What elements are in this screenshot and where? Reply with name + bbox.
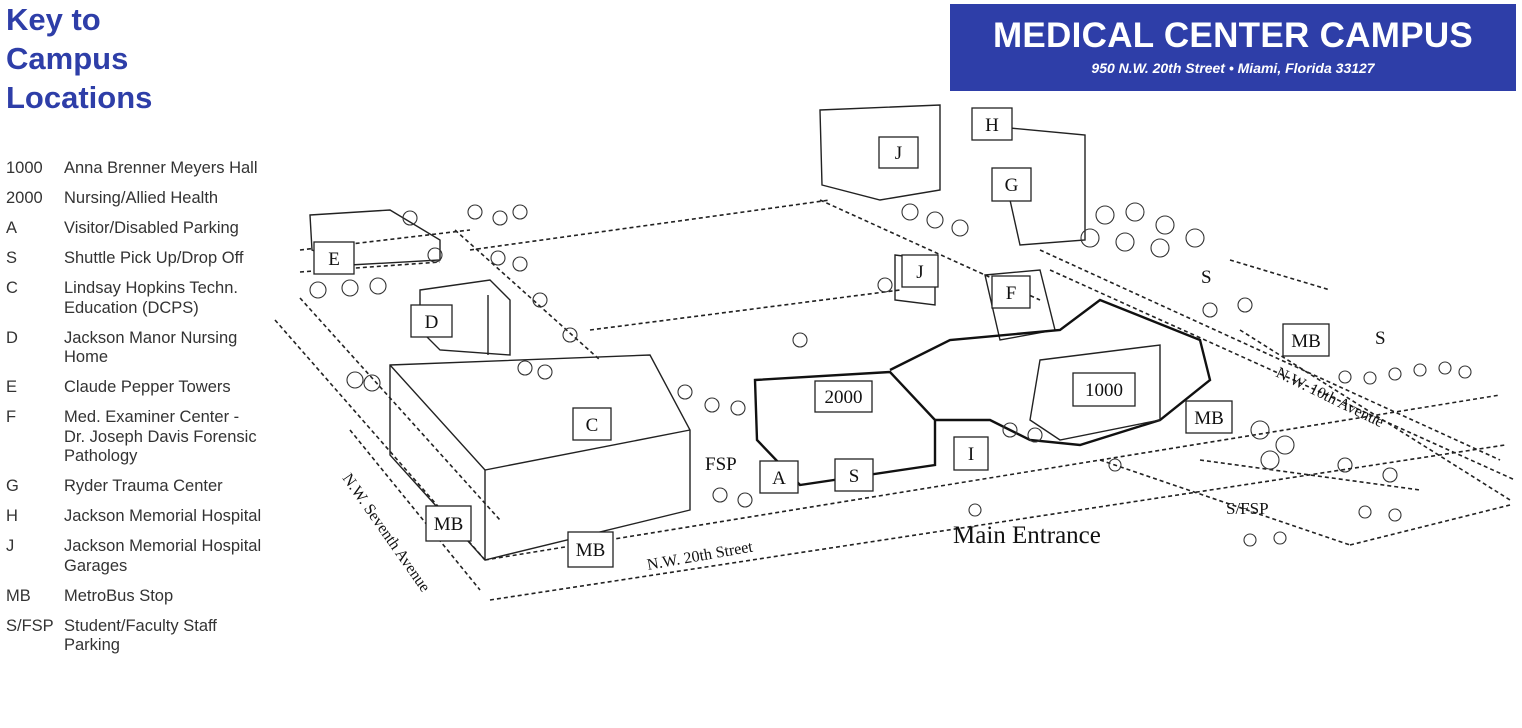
marker-mb-20th-street: MB: [567, 531, 614, 568]
marker-2000: 2000: [814, 380, 873, 413]
marker-label: S: [849, 466, 860, 487]
marker-j-garage-north: J: [878, 136, 919, 169]
street-nw-seventh-avenue: N.W. Seventh Avenue: [339, 471, 433, 596]
marker-e: E: [313, 241, 355, 275]
key-title-line: Key to: [6, 2, 101, 37]
legend-code: F: [6, 408, 17, 426]
legend-item: S/FSP Student/Faculty Staff Parking: [6, 617, 264, 656]
trees: [309, 202, 1472, 547]
marker-g: G: [991, 167, 1032, 202]
marker-label: D: [425, 312, 439, 333]
marker-label: 2000: [825, 387, 863, 408]
legend-item: E Claude Pepper Towers: [6, 378, 264, 398]
marker-mb-main-entrance: MB: [1185, 400, 1233, 434]
marker-label: MB: [576, 540, 606, 561]
legend-label: Nursing/Allied Health: [64, 189, 219, 207]
legend-item: A Visitor/Disabled Parking: [6, 219, 264, 239]
marker-label: 1000: [1085, 380, 1123, 401]
legend-label: Ryder Trauma Center: [64, 477, 223, 495]
banner-title: MEDICAL CENTER CAMPUS: [992, 16, 1474, 55]
legend-code: J: [6, 537, 15, 555]
legend-item: D Jackson Manor Nursing Home: [6, 329, 264, 368]
legend-code: D: [6, 328, 18, 347]
marker-label: E: [328, 249, 340, 270]
marker-label: H: [985, 115, 999, 136]
legend-item: MB MetroBus Stop: [6, 587, 264, 607]
legend-code: C: [6, 279, 18, 297]
legend-label: Anna Brenner Meyers Hall: [64, 159, 258, 177]
label-shuttle-east: S: [1375, 328, 1386, 349]
legend-label: Jackson Memorial Hospital Garages: [64, 537, 262, 575]
campus-map: N.W. Seventh Avenue N.W. 20th Street N.W…: [274, 104, 1516, 601]
legend-label: Student/Faculty Staff Parking: [64, 616, 217, 655]
marker-label: F: [1006, 283, 1017, 304]
legend-label: Jackson Manor Nursing Home: [64, 328, 238, 367]
marker-h: H: [971, 107, 1013, 141]
legend-item: C Lindsay Hopkins Techn. Education (DCPS): [6, 279, 264, 318]
marker-label: J: [916, 262, 923, 283]
legend-label: Lindsay Hopkins Techn. Education (DCPS): [64, 279, 238, 317]
marker-label: C: [586, 415, 599, 436]
legend-label: Claude Pepper Towers: [64, 378, 231, 396]
marker-label: MB: [434, 514, 464, 535]
label-main-entrance: Main Entrance: [953, 522, 1101, 549]
legend-label: Med. Examiner Center - Dr. Joseph Davis …: [64, 408, 257, 465]
marker-i: I: [953, 436, 989, 471]
legend-code: G: [6, 477, 19, 495]
legend-code: S/FSP: [6, 616, 54, 635]
legend-item: J Jackson Memorial Hospital Garages: [6, 537, 264, 576]
marker-j-garage-south: J: [901, 254, 939, 288]
legend-item: F Med. Examiner Center - Dr. Joseph Davis…: [6, 408, 264, 467]
key-title-line: Locations: [6, 80, 153, 115]
legend-code: A: [6, 219, 18, 237]
campus-banner: MEDICAL CENTER CAMPUS 950 N.W. 20th Stre…: [950, 4, 1516, 91]
legend-item: 1000 Anna Brenner Meyers Hall: [6, 159, 264, 179]
legend-code: E: [6, 378, 18, 396]
label-s-fsp: S/FSP: [1226, 499, 1269, 518]
legend-label: Shuttle Pick Up/Drop Off: [64, 249, 244, 267]
marker-label: J: [895, 143, 902, 164]
key-title-line: Campus: [6, 41, 129, 76]
marker-label: A: [772, 468, 786, 489]
legend-label: Visitor/Disabled Parking: [64, 219, 239, 237]
marker-label: I: [968, 444, 974, 465]
banner-address: 950 N.W. 20th Street • Miami, Florida 33…: [1091, 60, 1375, 76]
legend-item: G Ryder Trauma Center: [6, 477, 264, 497]
legend-label: Jackson Memorial Hospital: [64, 507, 262, 525]
marker-a: A: [759, 460, 799, 494]
buildings: [309, 104, 1212, 561]
legend-label: MetroBus Stop: [64, 586, 174, 605]
label-fsp: FSP: [705, 454, 737, 475]
legend-code: 1000: [6, 159, 43, 177]
marker-f: F: [991, 275, 1031, 309]
marker-s: S: [834, 458, 874, 492]
key-legend: 1000 Anna Brenner Meyers Hall 2000 Nursing/…: [6, 159, 264, 666]
marker-label: MB: [1194, 408, 1224, 429]
marker-label: MB: [1291, 331, 1321, 352]
legend-code: MB: [6, 586, 31, 605]
marker-mb-10th-avenue: MB: [1282, 323, 1330, 357]
legend-code: S: [6, 249, 18, 267]
label-shuttle-north: S: [1201, 267, 1212, 288]
marker-mb-seventh-avenue: MB: [425, 505, 472, 542]
street-nw-10th-avenue: N.W. 10th Avenue: [1273, 364, 1386, 431]
legend-item: S Shuttle Pick Up/Drop Off: [6, 249, 264, 269]
marker-label: G: [1005, 175, 1019, 196]
legend-code: 2000: [6, 189, 43, 207]
marker-c: C: [572, 407, 612, 441]
marker-1000: 1000: [1072, 372, 1136, 407]
marker-d: D: [410, 304, 453, 338]
legend-code: H: [6, 507, 18, 525]
legend-item: 2000 Nursing/Allied Health: [6, 189, 264, 209]
legend-item: H Jackson Memorial Hospital: [6, 507, 264, 527]
